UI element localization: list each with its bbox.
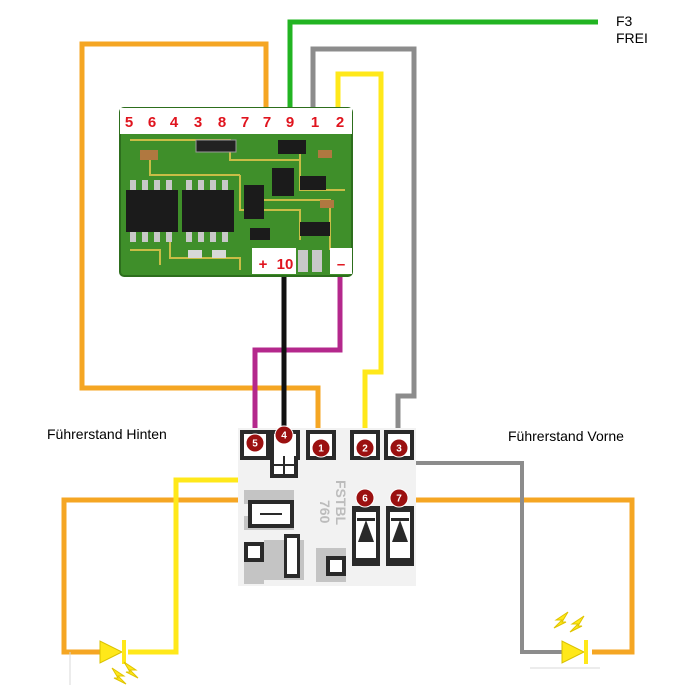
board-pads: 5 4 1 2 3 6 7 xyxy=(245,425,409,508)
diode-right xyxy=(386,506,414,566)
led-right-light-icon xyxy=(553,611,585,633)
label-front-cab: Führerstand Vorne xyxy=(508,428,624,444)
board-pad-4-label: 4 xyxy=(281,431,287,442)
board-pad-5-label: 5 xyxy=(252,439,258,450)
wire-yellow-pin2 xyxy=(335,71,384,445)
decoder-pin-6-label: 6 xyxy=(148,114,156,131)
decoder-pin-1-label: 1 xyxy=(311,114,319,131)
decoder-bottom-pin-0-label: + xyxy=(259,256,268,273)
board-pad-3-label: 3 xyxy=(396,444,402,455)
wire-orange-right-led xyxy=(400,497,635,655)
wire-gray-pin1 xyxy=(310,46,417,445)
decoder-pin-5-label: 5 xyxy=(125,114,133,131)
decoder-pin-9-label: 9 xyxy=(286,114,294,131)
board-pad-3 xyxy=(389,438,409,458)
decoder-board xyxy=(119,107,353,277)
board-pad-2-label: 2 xyxy=(362,444,368,455)
decoder-pin-8-label: 8 xyxy=(218,114,226,131)
ic-chip-right xyxy=(182,190,234,232)
board-silk-text: FSTBL xyxy=(333,480,349,526)
wire-orange-pin7 xyxy=(79,41,321,445)
wire-green-f3 xyxy=(287,19,598,110)
wire-orange-left-led xyxy=(61,497,366,655)
board-pad-5 xyxy=(245,433,265,453)
board-pad-6 xyxy=(355,488,375,508)
board-pad-1-label: 1 xyxy=(318,444,324,455)
board-pad-7 xyxy=(389,488,409,508)
wires xyxy=(61,19,635,685)
board-pad-6-label: 6 xyxy=(362,494,368,505)
decoder-bottom-pins: +10 – xyxy=(259,256,346,273)
decoder-pin-4-label: 4 xyxy=(170,114,179,131)
board-pad-4 xyxy=(274,425,294,445)
board-pad-7-label: 7 xyxy=(396,494,402,505)
wire-gray-right-led xyxy=(400,461,562,654)
decoder-pin-3-label: 3 xyxy=(194,114,202,131)
decoder-bottom-pin-1-label: 10 xyxy=(277,256,294,273)
led-left xyxy=(99,640,139,685)
board-silk-number: 760 xyxy=(317,500,333,524)
function-label-f3: F3 xyxy=(616,13,633,29)
decoder-pin-7-label: 7 xyxy=(263,114,271,131)
led-left-light-icon xyxy=(111,661,139,685)
decoder-pin-7-label: 7 xyxy=(241,114,249,131)
board-pad-2 xyxy=(355,438,375,458)
wire-magenta-minus xyxy=(252,262,343,445)
led-right xyxy=(553,611,588,664)
decoder-bottom-pin-2-label: – xyxy=(337,256,345,273)
ic-chip-left xyxy=(126,190,178,232)
label-rear-cab: Führerstand Hinten xyxy=(47,426,167,442)
diode-left xyxy=(352,506,380,566)
decoder-pin-2-label: 2 xyxy=(336,114,344,131)
function-board: FSTBL 760 xyxy=(238,428,416,586)
board-pad-1 xyxy=(311,438,331,458)
function-label-frei: FREI xyxy=(616,30,648,46)
